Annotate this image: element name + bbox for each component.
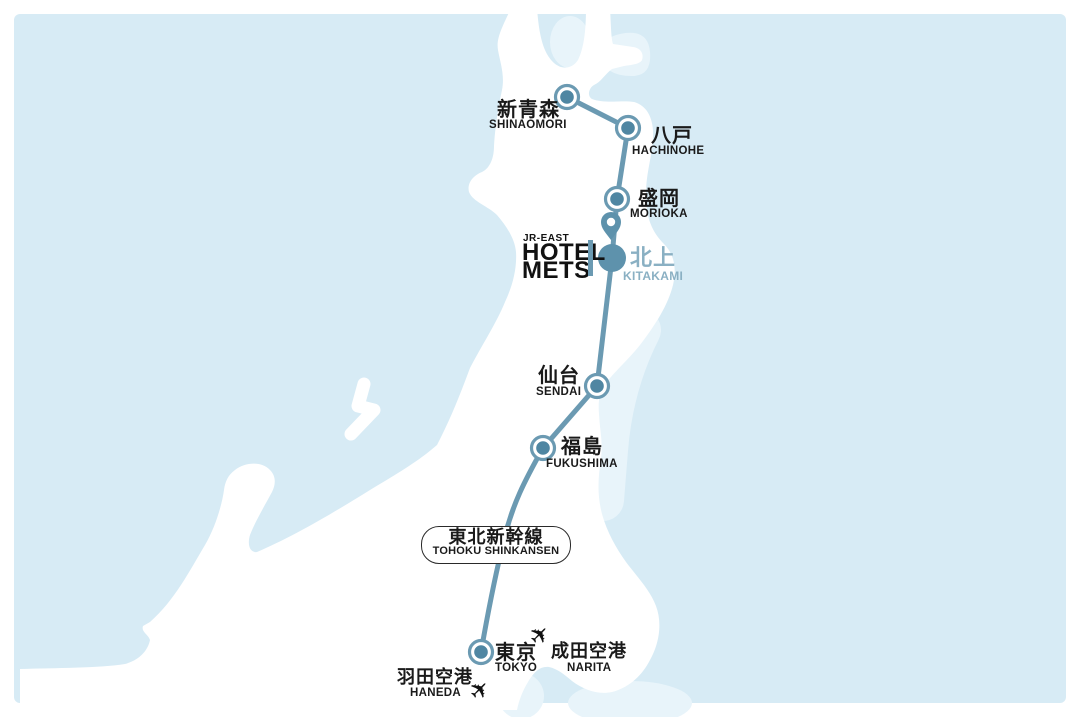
station-name-en-tokyo: TOKYO: [495, 662, 538, 674]
hotel-location-pin: [601, 212, 621, 240]
station-name-en-shinaomori: SHINAOMORI: [489, 119, 567, 131]
station-marker-sendai: [583, 372, 611, 400]
badge-name-ja: 東北新幹線: [448, 527, 544, 547]
station-name-en-morioka: MORIOKA: [630, 208, 688, 220]
jr-east-hotel-mets-logo: JR-EAST HOTEL METS: [508, 233, 605, 284]
airport-name-ja-haneda: 羽田空港: [397, 667, 473, 687]
station-marker-kitakami: [598, 244, 626, 272]
station-markers: [467, 83, 642, 666]
logo-jr-east: JR-EAST: [523, 233, 570, 244]
tohoku-shinkansen-badge: 東北新幹線 TOHOKU SHINKANSEN: [421, 526, 571, 564]
station-marker-morioka: [603, 185, 631, 213]
airport-name-ja-narita: 成田空港: [551, 641, 627, 661]
station-name-ja-sendai: 仙台: [538, 365, 580, 387]
station-name-ja-fukushima: 福島: [561, 436, 603, 458]
logo-mets: METS: [522, 257, 591, 284]
station-marker-tokyo: [467, 638, 495, 666]
airport-name-en-haneda: HANEDA: [410, 687, 461, 699]
sado-island: [344, 377, 381, 441]
station-name-en-kitakami: KITAKAMI: [623, 269, 684, 283]
station-name-en-sendai: SENDAI: [536, 386, 582, 398]
station-marker-shinaomori: [553, 83, 581, 111]
station-name-ja-hachinohe: 八戸: [651, 125, 693, 147]
logo-divider-bar: [588, 240, 593, 276]
airport-name-en-narita: NARITA: [567, 662, 612, 674]
station-name-ja-shinaomori: 新青森: [497, 99, 560, 121]
station-name-ja-kitakami: 北上: [630, 245, 677, 270]
station-marker-fukushima: [529, 434, 557, 462]
badge-name-en: TOHOKU SHINKANSEN: [432, 545, 560, 557]
station-name-en-hachinohe: HACHINOHE: [632, 145, 705, 157]
station-name-ja-morioka: 盛岡: [638, 188, 680, 210]
station-marker-hachinohe: [614, 114, 642, 142]
station-name-ja-tokyo: 東京: [495, 642, 537, 664]
station-name-en-fukushima: FUKUSHIMA: [546, 458, 618, 470]
